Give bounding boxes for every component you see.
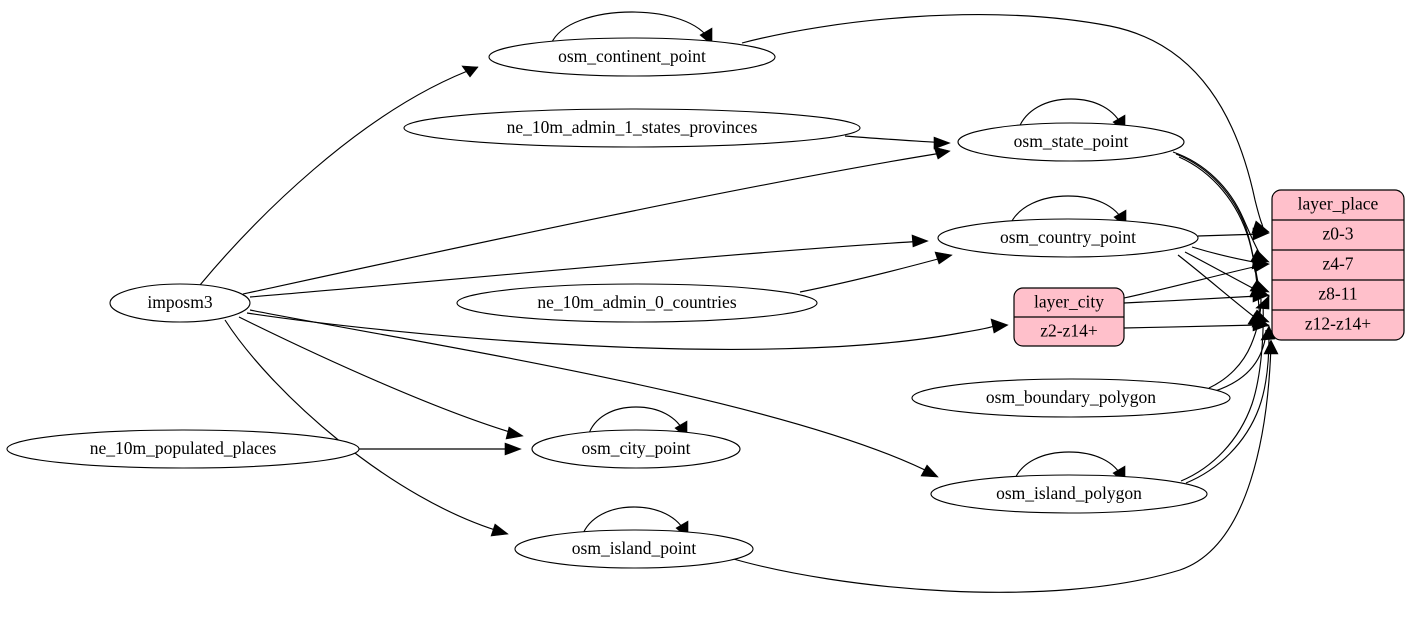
record-row-layer-place-z4-7[interactable]: z4-7 bbox=[1322, 254, 1353, 274]
node-label-osm-island-polygon: osm_island_polygon bbox=[996, 483, 1142, 503]
record-row-layer-place-z8-11[interactable]: z8-11 bbox=[1318, 284, 1357, 304]
node-osm-boundary-polygon[interactable]: osm_boundary_polygon bbox=[911, 378, 1231, 418]
edge-layer-city-to-layer-place-z12 bbox=[1123, 318, 1270, 332]
node-imposm3[interactable]: imposm3 bbox=[109, 283, 251, 323]
record-row-layer-city-header[interactable]: layer_city bbox=[1034, 292, 1104, 312]
node-label-osm-state-point: osm_state_point bbox=[1014, 131, 1129, 151]
node-label-ne-10m-populated-places: ne_10m_populated_places bbox=[90, 438, 277, 458]
edge-osm-island-point-to-layer-place-z12 bbox=[729, 339, 1279, 593]
edge-imposm3-to-osm-country-point bbox=[249, 234, 929, 298]
edge-osm-island-polygon-to-layer-place-z8-11 bbox=[1180, 295, 1270, 482]
node-label-osm-island-point: osm_island_point bbox=[572, 538, 697, 558]
node-label-osm-continent-point: osm_continent_point bbox=[558, 46, 706, 66]
edge-imposm3-to-osm-continent-point bbox=[199, 65, 479, 286]
node-osm-state-point[interactable]: osm_state_point bbox=[957, 122, 1185, 162]
node-ne-10m-populated-places[interactable]: ne_10m_populated_places bbox=[6, 429, 360, 469]
edge-osm-country-point-to-layer-place-z0-3 bbox=[1197, 227, 1270, 241]
node-osm-island-point[interactable]: osm_island_point bbox=[514, 529, 754, 569]
edge-imposm3-to-osm-state-point bbox=[242, 146, 951, 295]
edge-osm-boundary-polygon-to-layer-place-z8-11 bbox=[1208, 284, 1270, 389]
edge-layer bbox=[199, 11, 1279, 593]
node-osm-island-polygon[interactable]: osm_island_polygon bbox=[930, 474, 1208, 514]
node-osm-country-point[interactable]: osm_country_point bbox=[937, 218, 1199, 258]
edge-layer-city-to-layer-place-z8-11 bbox=[1123, 289, 1270, 304]
record-node-layer-city[interactable]: layer_city z2-z14+ bbox=[1013, 287, 1125, 347]
node-osm-city-point[interactable]: osm_city_point bbox=[531, 429, 741, 469]
edge-imposm3-to-osm-island-point bbox=[224, 319, 509, 537]
record-node-layer-place[interactable]: layer_place z0-3 z4-7 z8-11 z12-z14+ bbox=[1271, 189, 1405, 341]
edge-ne-admin0-to-osm-country-point bbox=[799, 251, 953, 293]
record-row-layer-city-z2-z14[interactable]: z2-z14+ bbox=[1040, 321, 1098, 341]
record-row-layer-place-header[interactable]: layer_place bbox=[1298, 194, 1379, 214]
node-osm-continent-point[interactable]: osm_continent_point bbox=[488, 37, 776, 77]
node-ne-10m-admin-1-states-provinces[interactable]: ne_10m_admin_1_states_provinces bbox=[403, 108, 861, 148]
node-label-imposm3: imposm3 bbox=[147, 292, 212, 312]
node-label-osm-country-point: osm_country_point bbox=[1000, 227, 1136, 247]
node-ne-10m-admin-0-countries[interactable]: ne_10m_admin_0_countries bbox=[456, 283, 818, 323]
node-label-ne-10m-admin-0-countries: ne_10m_admin_0_countries bbox=[537, 292, 736, 312]
edge-imposm3-to-osm-island-polygon bbox=[249, 309, 939, 478]
node-label-ne-10m-admin-1-states-provinces: ne_10m_admin_1_states_provinces bbox=[507, 117, 758, 137]
record-row-layer-place-z0-3[interactable]: z0-3 bbox=[1322, 224, 1353, 244]
layer-place-box[interactable] bbox=[1271, 189, 1405, 341]
node-label-osm-boundary-polygon: osm_boundary_polygon bbox=[986, 387, 1156, 407]
edge-ne-populated-places-to-osm-city-point bbox=[359, 442, 522, 456]
record-row-layer-place-z12-z14[interactable]: z12-z14+ bbox=[1305, 314, 1371, 334]
node-label-osm-city-point: osm_city_point bbox=[582, 438, 691, 458]
edge-ne-admin1-to-osm-state-point bbox=[844, 135, 951, 150]
edge-layer-city-to-layer-place-z4-7 bbox=[1123, 259, 1270, 299]
record-node-layer: layer_city z2-z14+ layer_place z0-3 z4-7… bbox=[1013, 189, 1405, 347]
edge-imposm3-to-osm-city-point bbox=[238, 316, 524, 440]
node-layer: osm_continent_point ne_10m_admin_1_state… bbox=[6, 37, 1231, 569]
